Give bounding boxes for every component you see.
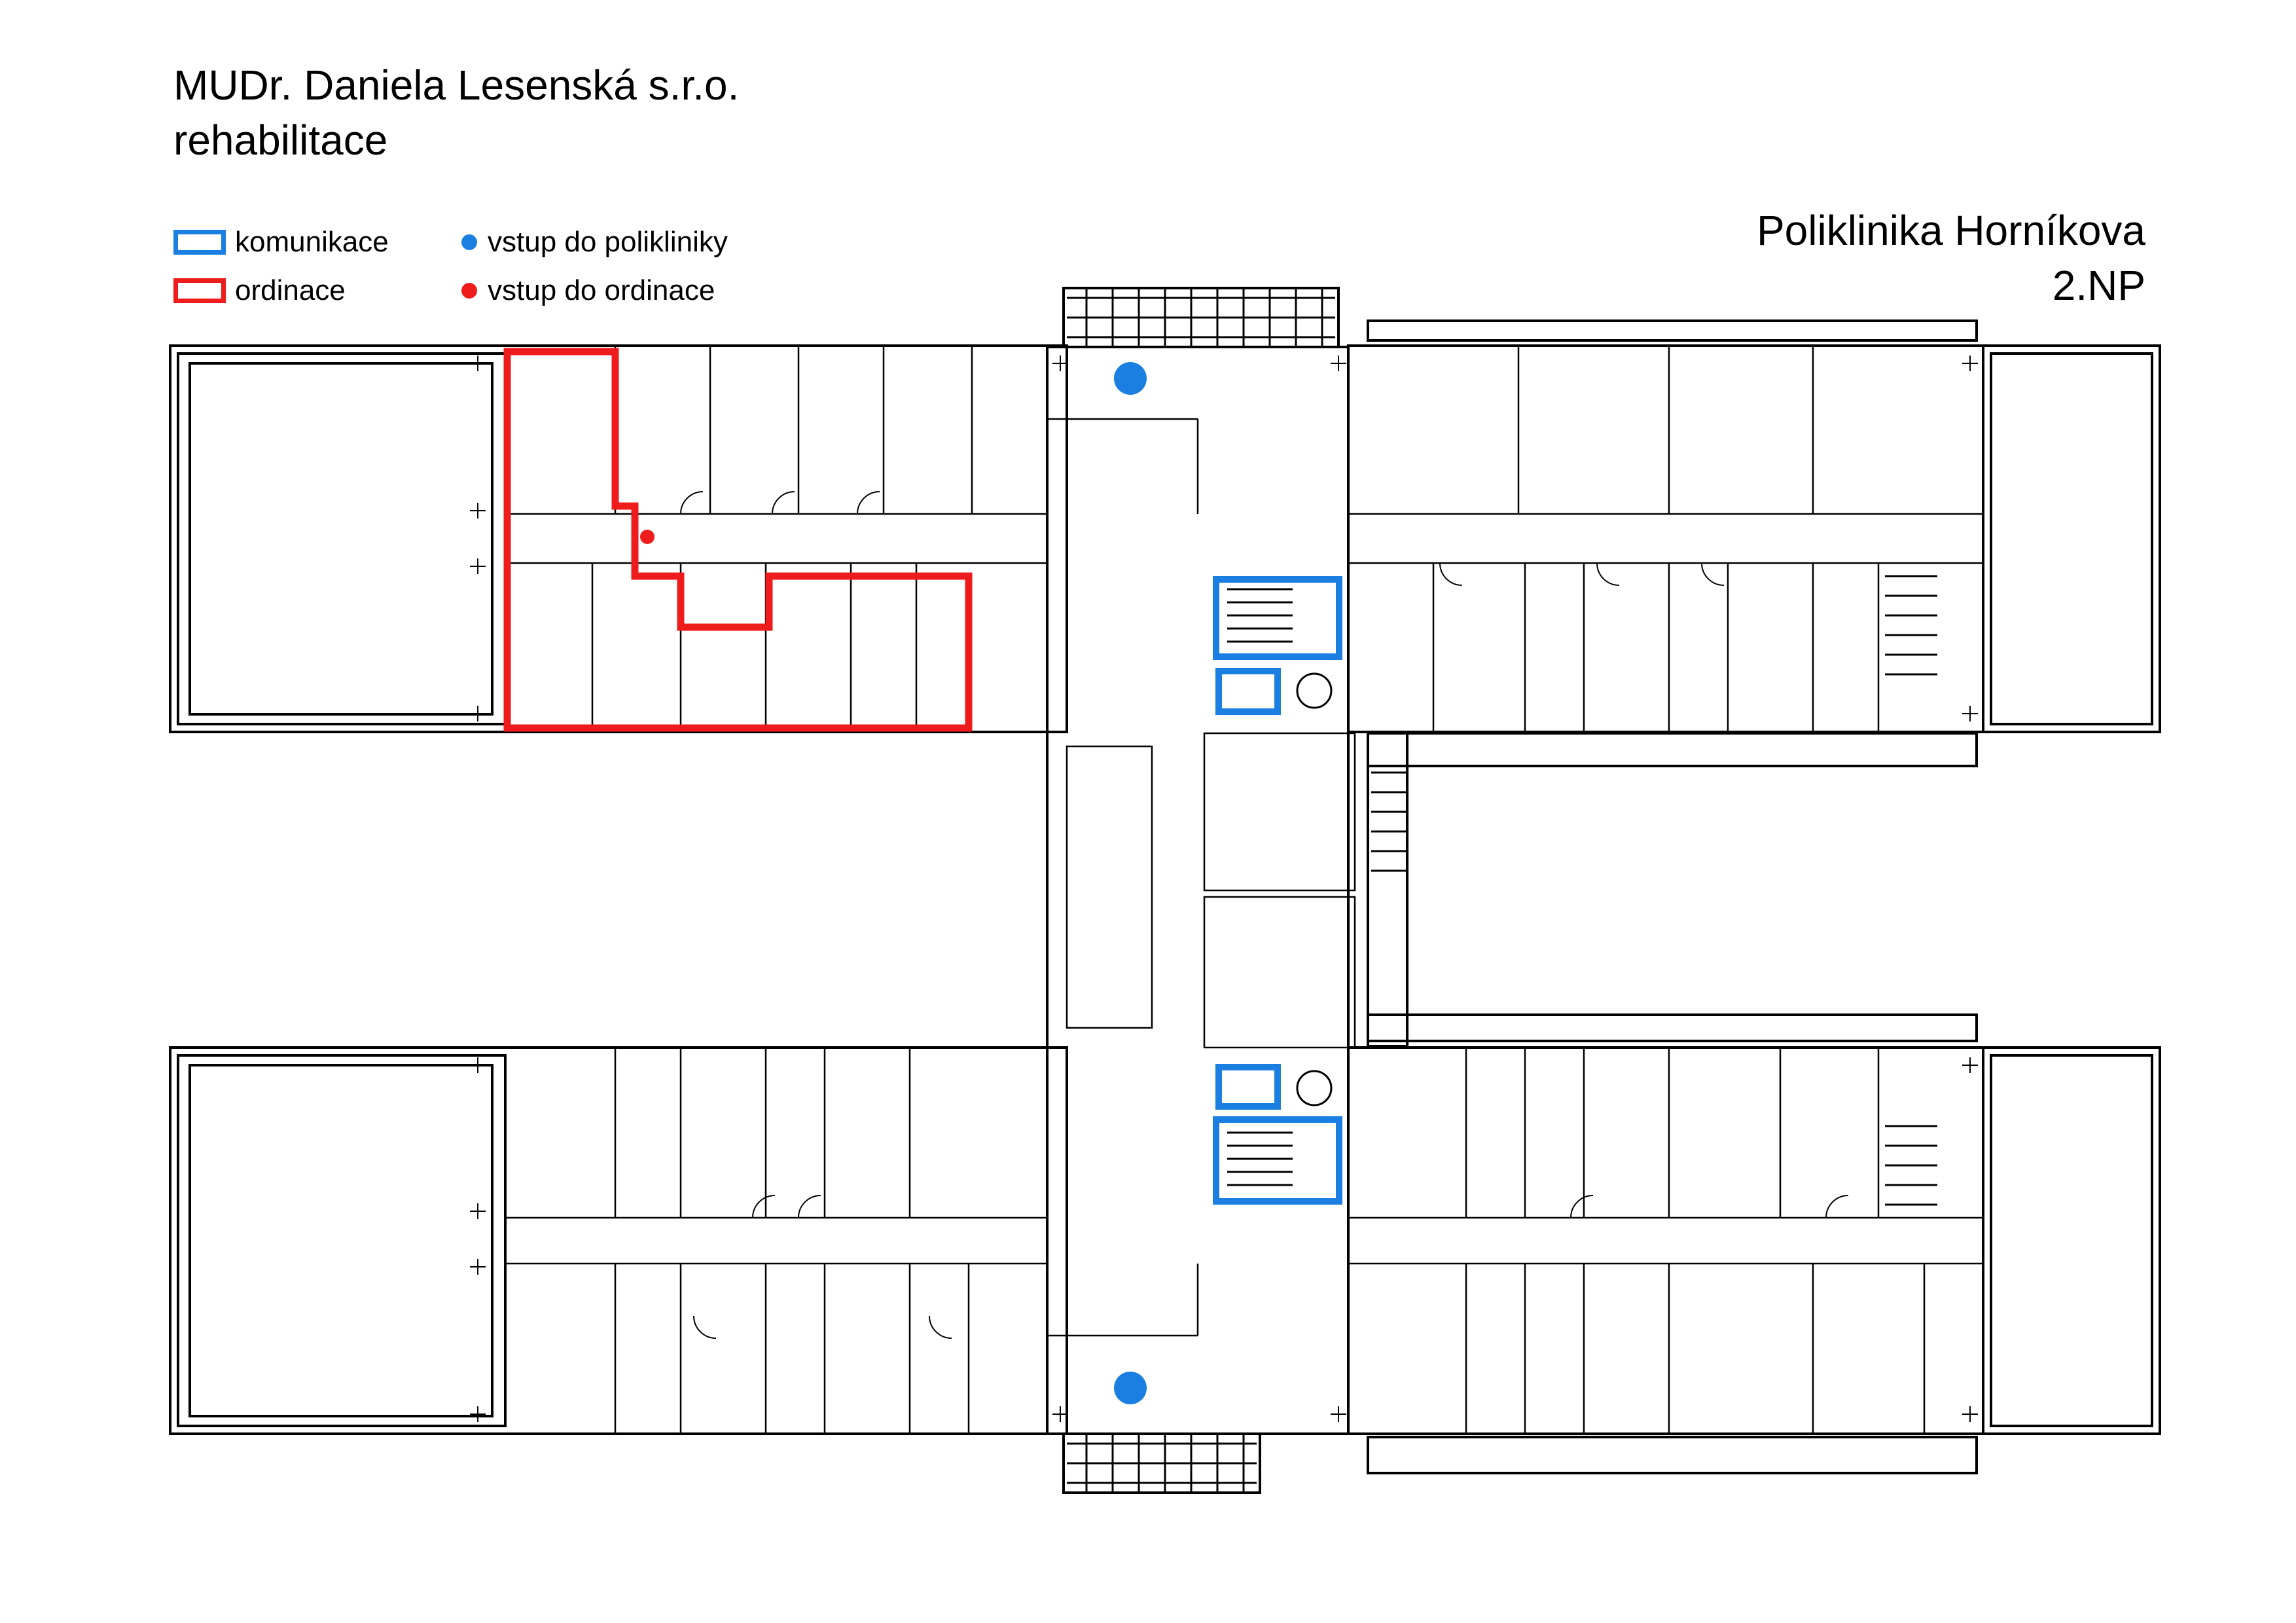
legend-swatch-blue-box <box>173 230 226 255</box>
south-stair <box>1067 1434 1257 1493</box>
clinic-entrance-north-marker <box>1114 362 1147 395</box>
building-name: Poliklinika Horníkova <box>1756 207 2145 254</box>
department-name: rehabilitace <box>173 117 388 164</box>
east-courtyard-stair <box>1371 771 1407 872</box>
communication-lift-upper <box>1215 668 1281 715</box>
communication-stair-lower <box>1213 1116 1342 1205</box>
legend-dot-blue <box>461 234 477 250</box>
legend-label-office-entrance: vstup do ordinace <box>488 274 715 306</box>
north-stair <box>1067 288 1335 347</box>
legend-dot-red <box>461 283 477 299</box>
company-name: MUDr. Daniela Lesenská s.r.o. <box>173 62 740 109</box>
inner-stair-lower <box>1227 1131 1293 1186</box>
door-swings <box>680 491 1849 1339</box>
page-header: MUDr. Daniela Lesenská s.r.o. rehabilita… <box>173 58 739 168</box>
legend-swatch-red-box <box>173 278 226 303</box>
legend-label-office: ordinace <box>235 274 346 306</box>
legend-item-communication: komunikace <box>173 226 389 259</box>
structural-columns <box>470 356 1978 1422</box>
clinic-entrance-south-marker <box>1114 1372 1147 1404</box>
floor-label: 2.NP <box>2052 262 2145 309</box>
lift-shafts <box>1296 672 1333 1106</box>
east-stair-lower <box>1885 1125 1937 1206</box>
legend-item-office-entrance: vstup do ordinace <box>461 274 715 307</box>
inner-stair-upper <box>1227 588 1293 643</box>
legend-item-office: ordinace <box>173 274 346 307</box>
office-entrance-marker <box>640 530 655 544</box>
legend-label-clinic-entrance: vstup do polikliniky <box>488 226 728 258</box>
legend-item-clinic-entrance: vstup do polikliniky <box>461 226 728 259</box>
east-stair-upper <box>1885 575 1937 676</box>
stairs <box>1067 288 1937 1493</box>
building-title: Poliklinika Horníkova 2.NP <box>1757 203 2145 313</box>
legend-label-communication: komunikace <box>235 226 389 258</box>
interior-walls <box>505 346 1983 1434</box>
office-outline-rehabilitation <box>503 348 973 732</box>
outer-walls <box>169 287 2161 1494</box>
communication-zones <box>1213 576 1342 1205</box>
communication-lift-lower <box>1215 1064 1281 1110</box>
communication-stair-upper <box>1213 576 1342 660</box>
